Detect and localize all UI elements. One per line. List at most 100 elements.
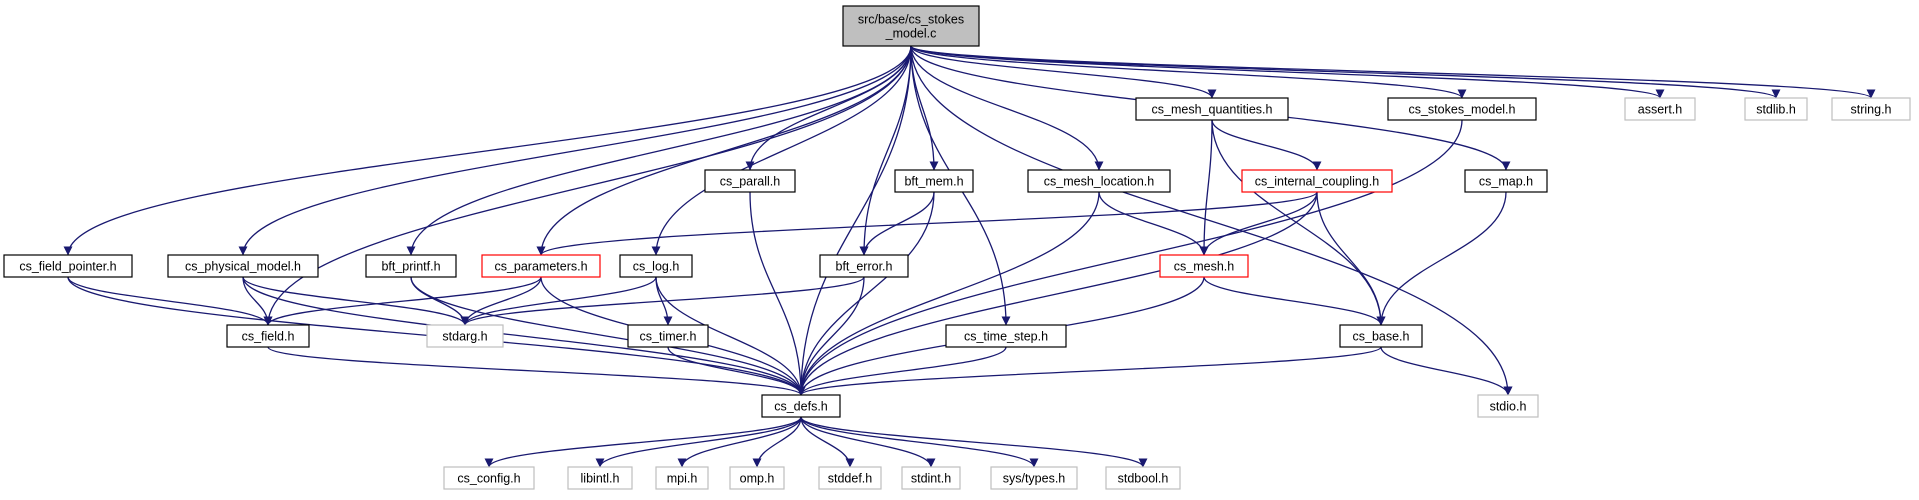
node-label: cs_field.h — [242, 330, 295, 344]
node-cs-mesh[interactable]: cs_mesh.h — [1159, 254, 1249, 278]
node-cs-parameters[interactable]: cs_parameters.h — [481, 254, 601, 278]
edge-root-to-bft_error — [859, 45, 912, 256]
node-label: src/base/cs_stokes — [858, 13, 964, 27]
node-cs-physical-model[interactable]: cs_physical_model.h — [167, 254, 319, 278]
node-label: cs_physical_model.h — [185, 260, 301, 274]
node-label: bft_error.h — [836, 260, 893, 274]
edge-cs_defs-to-stddef — [800, 416, 855, 468]
edge-bft_mem-to-cs_defs — [796, 191, 935, 396]
node-box — [1387, 97, 1537, 121]
node-libintl: libintl.h — [567, 466, 633, 490]
node-box — [567, 466, 633, 490]
node-label: sys/types.h — [1003, 472, 1066, 486]
node-stdbool: stdbool.h — [1105, 466, 1181, 490]
node-label: cs_mesh.h — [1174, 260, 1234, 274]
edge-bft_error-to-stdarg — [460, 276, 865, 326]
node-cs-parall[interactable]: cs_parall.h — [704, 169, 796, 193]
node-omp: omp.h — [729, 466, 785, 490]
node-label: cs_map.h — [1479, 175, 1533, 189]
edge-cs_time_step-to-cs_defs — [796, 346, 1007, 396]
node-sys-types: sys/types.h — [990, 466, 1078, 490]
node-box — [990, 466, 1078, 490]
node-box — [1241, 169, 1393, 193]
node-label: cs_stokes_model.h — [1408, 103, 1515, 117]
node-label: cs_mesh_quantities.h — [1152, 103, 1273, 117]
node-label: stdio.h — [1490, 400, 1527, 414]
edge-cs_stokes_model-to-cs_defs — [796, 119, 1463, 396]
edge-root-to-assert — [910, 45, 1665, 99]
node-stdio: stdio.h — [1477, 394, 1539, 418]
edge-root-to-cs_log — [651, 45, 912, 256]
edge-cs_defs-to-sys_types — [800, 416, 1039, 468]
node-box — [761, 394, 841, 418]
node-box — [167, 254, 319, 278]
node-cs-defs[interactable]: cs_defs.h — [761, 394, 841, 418]
node-cs-field-pointer[interactable]: cs_field_pointer.h — [3, 254, 133, 278]
node-label: cs_timer.h — [640, 330, 697, 344]
node-cs-timer[interactable]: cs_timer.h — [627, 324, 709, 348]
node-box — [945, 324, 1067, 348]
edge-root-to-cs_stokes_model — [910, 45, 1467, 99]
edge-cs_internal_coupling-to-cs_base — [1316, 191, 1386, 326]
node-box — [901, 466, 961, 490]
node-label: bft_printf.h — [381, 260, 440, 274]
node-stdlib: stdlib.h — [1744, 97, 1808, 121]
node-stdarg: stdarg.h — [426, 324, 504, 348]
node-assert: assert.h — [1624, 97, 1696, 121]
node-box — [894, 169, 974, 193]
node-cs-time-step[interactable]: cs_time_step.h — [945, 324, 1067, 348]
edge-cs_defs-to-stdint — [800, 416, 936, 468]
node-box — [1464, 169, 1548, 193]
node-box — [1624, 97, 1696, 121]
node-cs-config: cs_config.h — [443, 466, 535, 490]
node-root[interactable]: src/base/cs_stokes_model.c — [842, 5, 980, 47]
node-box — [3, 254, 133, 278]
node-stdint: stdint.h — [901, 466, 961, 490]
node-box — [819, 254, 909, 278]
edge-cs_timer-to-cs_defs — [667, 346, 806, 396]
node-cs-log[interactable]: cs_log.h — [619, 254, 693, 278]
node-box — [1831, 97, 1911, 121]
edge-root-to-cs_mesh_quantities — [910, 45, 1217, 99]
node-cs-base[interactable]: cs_base.h — [1339, 324, 1423, 348]
edge-cs_log-to-stdarg — [460, 276, 657, 326]
node-label: cs_config.h — [457, 472, 520, 486]
node-label: cs_internal_coupling.h — [1255, 175, 1379, 189]
edge-root-to-stdio — [910, 45, 1513, 396]
node-bft-printf[interactable]: bft_printf.h — [365, 254, 457, 278]
node-stddef: stddef.h — [818, 466, 882, 490]
node-cs-mesh-quantities[interactable]: cs_mesh_quantities.h — [1135, 97, 1289, 121]
node-box — [729, 466, 785, 490]
edge-cs_field-to-cs_defs — [267, 346, 806, 396]
node-label: cs_defs.h — [774, 400, 828, 414]
node-box — [627, 324, 709, 348]
node-box — [443, 466, 535, 490]
node-label: stddef.h — [828, 472, 873, 486]
edge-cs_internal_coupling-to-cs_mesh — [1199, 191, 1318, 256]
node-label: cs_log.h — [633, 260, 680, 274]
edge-root-to-cs_parameters — [536, 45, 912, 256]
node-label: stdarg.h — [442, 330, 487, 344]
node-box — [704, 169, 796, 193]
node-bft-error[interactable]: bft_error.h — [819, 254, 909, 278]
node-cs-internal-coupling[interactable]: cs_internal_coupling.h — [1241, 169, 1393, 193]
node-box — [365, 254, 457, 278]
node-cs-map[interactable]: cs_map.h — [1464, 169, 1548, 193]
edge-bft_printf-to-cs_defs — [410, 276, 806, 396]
node-label: cs_time_step.h — [964, 330, 1048, 344]
edge-cs_defs-to-omp — [752, 416, 802, 468]
edge-cs_defs-to-stdbool — [800, 416, 1148, 468]
node-cs-field[interactable]: cs_field.h — [226, 324, 310, 348]
edge-cs_defs-to-mpi — [677, 416, 802, 468]
node-cs-mesh-location[interactable]: cs_mesh_location.h — [1027, 169, 1171, 193]
node-label: string.h — [1851, 103, 1892, 117]
edge-root-to-cs_defs — [796, 45, 912, 396]
node-label: stdint.h — [911, 472, 951, 486]
edge-cs_internal_coupling-to-cs_defs — [796, 191, 1318, 396]
node-cs-stokes-model[interactable]: cs_stokes_model.h — [1387, 97, 1537, 121]
edge-cs_defs-to-libintl — [595, 416, 802, 468]
edge-cs_mesh_location-to-cs_mesh — [1098, 191, 1209, 256]
node-box — [426, 324, 504, 348]
node-bft-mem[interactable]: bft_mem.h — [894, 169, 974, 193]
edge-cs_field_pointer-to-cs_field — [67, 276, 273, 326]
